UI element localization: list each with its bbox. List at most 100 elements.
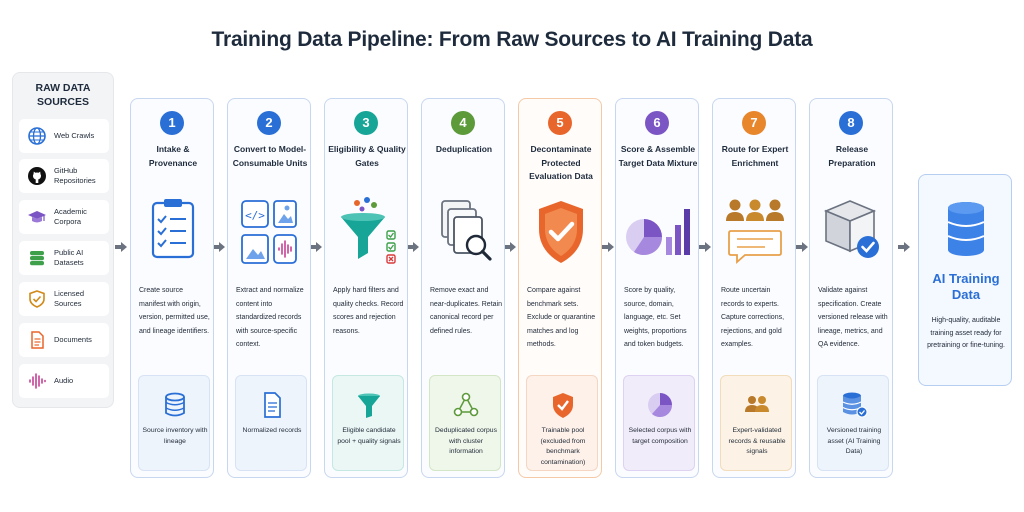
step-output-box: Expert-validated records & reusable sign… xyxy=(720,375,792,471)
document-icon xyxy=(264,392,281,418)
step-card-decontaminate: 5 Decontaminate Protected Evaluation Dat… xyxy=(518,98,602,478)
raw-data-sources-panel: RAW DATA SOURCES Web Crawls GitHub Repos… xyxy=(12,72,114,408)
database-badge-icon xyxy=(842,392,868,418)
svg-text:</>: </> xyxy=(245,209,265,222)
clipboard-checklist-icon xyxy=(151,199,195,259)
pie-bar-chart-icon xyxy=(626,209,690,256)
page-title: Training Data Pipeline: From Raw Sources… xyxy=(211,28,813,51)
source-item-audio: Audio xyxy=(19,364,109,398)
step-card-intake: 1 Intake & Provenance Create source mani… xyxy=(130,98,214,478)
step-output-label: Versioned training asset (AI Training Da… xyxy=(826,427,882,455)
step-description: Remove exact and near-duplicates. Retain… xyxy=(430,287,502,335)
step-number-badge: 3 xyxy=(354,111,378,135)
document-icon xyxy=(31,331,44,349)
source-label: Academic Corpora xyxy=(54,207,87,226)
arrow-right-icon xyxy=(898,242,910,252)
source-item-web-crawls: Web Crawls xyxy=(19,119,109,153)
final-description: High-quality, auditable training asset r… xyxy=(927,317,1005,349)
experts-icon xyxy=(726,199,784,264)
step-number-badge: 4 xyxy=(451,111,475,135)
step-output-box: Versioned training asset (AI Training Da… xyxy=(817,375,889,471)
step-description: Compare against benchmark sets. Exclude … xyxy=(527,287,596,348)
source-label: Documents xyxy=(54,335,92,344)
arrow-right-icon xyxy=(699,242,711,252)
final-output-card: AI Training Data High-quality, auditable… xyxy=(918,174,1012,386)
step-title: Deduplication xyxy=(435,144,493,154)
step-output-label: Expert-validated records & reusable sign… xyxy=(728,427,786,455)
step-title: Intake & Provenance xyxy=(148,144,198,168)
arrow-right-icon xyxy=(407,242,419,252)
source-label: Public AI Datasets xyxy=(54,248,84,267)
step-card-quality-gates: 3 Eligibility & Quality Gates Apply hard… xyxy=(324,98,408,478)
arrow-right-icon xyxy=(115,242,127,252)
step-description: Route uncertain records to experts. Capt… xyxy=(721,287,785,348)
step-number-badge: 1 xyxy=(160,111,184,135)
step-output-label: Source inventory with lineage xyxy=(142,427,208,445)
arrow-right-icon xyxy=(504,242,516,252)
source-label: GitHub Repositories xyxy=(54,166,96,185)
shield-check-icon xyxy=(553,393,573,418)
step-description: Create source manifest with origin, vers… xyxy=(139,287,210,335)
documents-magnifier-icon xyxy=(441,200,492,261)
file-types-icon: </> xyxy=(241,200,297,264)
step-description: Score by quality, source, domain, langua… xyxy=(624,287,687,348)
source-item-documents: Documents xyxy=(19,323,109,357)
step-description: Extract and normalize content into stand… xyxy=(236,287,304,348)
step-output-label: Eligible candidate pool + quality signal… xyxy=(337,427,401,445)
final-title: AI Training Data xyxy=(932,271,1000,302)
database-icon xyxy=(947,202,985,256)
step-title: Score & Assemble Target Data Mixture xyxy=(618,144,698,168)
step-card-expert-enrichment: 7 Route for Expert Enrichment Route unce… xyxy=(712,98,796,478)
source-label: Web Crawls xyxy=(54,131,95,140)
step-card-score-assemble: 6 Score & Assemble Target Data Mixture S… xyxy=(615,98,699,478)
step-card-deduplication: 4 Deduplication Remove exact and near-du… xyxy=(421,98,505,478)
funnel-icon xyxy=(358,393,380,418)
cluster-icon xyxy=(453,392,479,417)
step-number-badge: 8 xyxy=(839,111,863,135)
arrow-right-icon xyxy=(602,242,614,252)
arrow-right-icon xyxy=(796,242,808,252)
step-title: Route for Expert Enrichment xyxy=(721,144,789,168)
database-icon xyxy=(30,251,44,266)
funnel-icon xyxy=(341,197,396,264)
sources-title: RAW DATA SOURCES xyxy=(35,82,91,108)
arrow-right-icon xyxy=(213,242,225,252)
step-card-convert: 2 Convert to Model-Consumable Units </> … xyxy=(227,98,311,478)
step-output-box: Eligible candidate pool + quality signal… xyxy=(332,375,404,471)
step-title: Convert to Model-Consumable Units xyxy=(232,144,308,168)
source-label: Licensed Sources xyxy=(54,289,85,308)
step-title: Release Preparation xyxy=(828,144,876,168)
globe-icon xyxy=(28,127,46,145)
step-output-label: Trainable pool (excluded from benchmark … xyxy=(540,427,586,466)
github-icon xyxy=(28,167,46,185)
source-item-github: GitHub Repositories xyxy=(19,159,109,193)
source-item-licensed: Licensed Sources xyxy=(19,282,109,316)
source-label: Audio xyxy=(54,376,74,385)
step-output-box: Source inventory with lineage xyxy=(138,375,210,471)
arrow-right-icon xyxy=(310,242,322,252)
step-title: Eligibility & Quality Gates xyxy=(328,144,406,168)
people-icon xyxy=(745,396,769,412)
step-output-label: Normalized records xyxy=(242,427,302,434)
shield-check-icon xyxy=(29,290,45,308)
database-icon xyxy=(165,392,185,417)
step-output-box: Normalized records xyxy=(235,375,307,471)
step-output-label: Deduplicated corpus with cluster informa… xyxy=(435,427,497,455)
step-description: Validate against specification. Create v… xyxy=(818,287,888,348)
pie-chart-icon xyxy=(648,393,673,418)
step-number-badge: 7 xyxy=(742,111,766,135)
step-number-badge: 6 xyxy=(645,111,669,135)
step-card-release: 8 Release Preparation Validate against s… xyxy=(809,98,893,478)
step-output-box: Deduplicated corpus with cluster informa… xyxy=(429,375,501,471)
step-output-box: Trainable pool (excluded from benchmark … xyxy=(526,375,598,471)
step-description: Apply hard filters and quality checks. R… xyxy=(333,287,404,335)
shield-check-icon xyxy=(539,201,583,263)
step-number-badge: 5 xyxy=(548,111,572,135)
step-output-box: Selected corpus with target composition xyxy=(623,375,695,471)
package-check-icon xyxy=(823,200,879,258)
source-item-public-datasets: Public AI Datasets xyxy=(19,241,109,275)
source-item-academic: Academic Corpora xyxy=(19,200,109,234)
step-title: Decontaminate Protected Evaluation Data xyxy=(529,144,593,181)
step-output-label: Selected corpus with target composition xyxy=(628,427,692,445)
graduation-cap-icon xyxy=(28,211,46,223)
